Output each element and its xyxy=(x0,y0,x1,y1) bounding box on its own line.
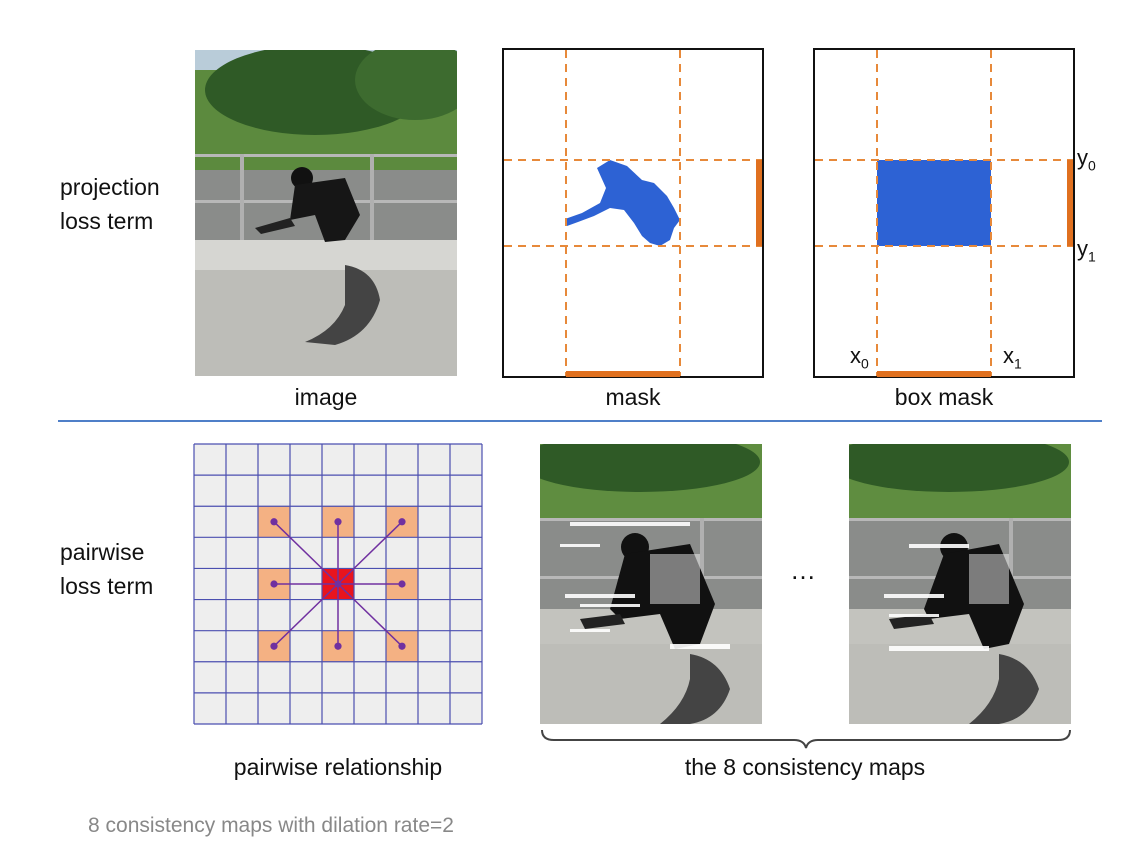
pair-connector xyxy=(273,521,339,585)
consistency-map-8 xyxy=(849,444,1071,724)
pairwise-label-line1: pairwise xyxy=(60,539,145,565)
box-x-projection-bar xyxy=(877,371,991,377)
label-x1: x1 xyxy=(1003,343,1022,372)
neighbor-dot xyxy=(270,518,278,526)
mask-panel xyxy=(502,48,764,378)
maps-brace xyxy=(541,729,1071,749)
neighbor-dot xyxy=(270,642,278,650)
pair-connector xyxy=(273,583,339,647)
label-y1: y1 xyxy=(1077,236,1096,265)
neighbor-dot xyxy=(398,518,406,526)
footer-caption: 8 consistency maps with dilation rate=2 xyxy=(88,814,454,837)
box-y-projection-bar xyxy=(1067,160,1073,246)
mask-shape xyxy=(565,160,680,246)
mask-x-projection-bar xyxy=(566,371,680,377)
pairwise-loss-label: pairwise loss term xyxy=(60,535,153,603)
skater-image xyxy=(195,50,457,376)
box-mask-rect xyxy=(877,160,991,246)
projection-label-line2: loss term xyxy=(60,208,154,234)
center-dot xyxy=(334,580,342,588)
mask-y-projection-bar xyxy=(756,160,762,246)
consistency-map-1 xyxy=(540,444,762,724)
projection-loss-label: projection loss term xyxy=(60,170,160,238)
pair-connector xyxy=(337,521,403,585)
mask-caption: mask xyxy=(605,384,661,410)
box-mask-panel xyxy=(813,48,1075,378)
maps-caption: the 8 consistency maps xyxy=(684,754,926,780)
pairwise-label-line2: loss term xyxy=(60,573,154,599)
neighbor-dot xyxy=(334,518,342,526)
label-x0: x0 xyxy=(850,343,869,372)
maps-ellipsis: … xyxy=(790,555,816,585)
label-y0: y0 xyxy=(1077,145,1096,174)
neighbor-dot xyxy=(398,580,406,588)
neighbor-dot xyxy=(334,642,342,650)
projection-label-line1: projection xyxy=(60,174,160,200)
row-divider xyxy=(58,420,1102,422)
neighbor-dot xyxy=(270,580,278,588)
pairwise-grid xyxy=(193,443,483,725)
pair-connector xyxy=(337,583,403,647)
pairwise-caption: pairwise relationship xyxy=(233,754,443,780)
neighbor-dot xyxy=(398,642,406,650)
image-caption: image xyxy=(294,384,358,410)
box-mask-caption: box mask xyxy=(894,384,994,410)
